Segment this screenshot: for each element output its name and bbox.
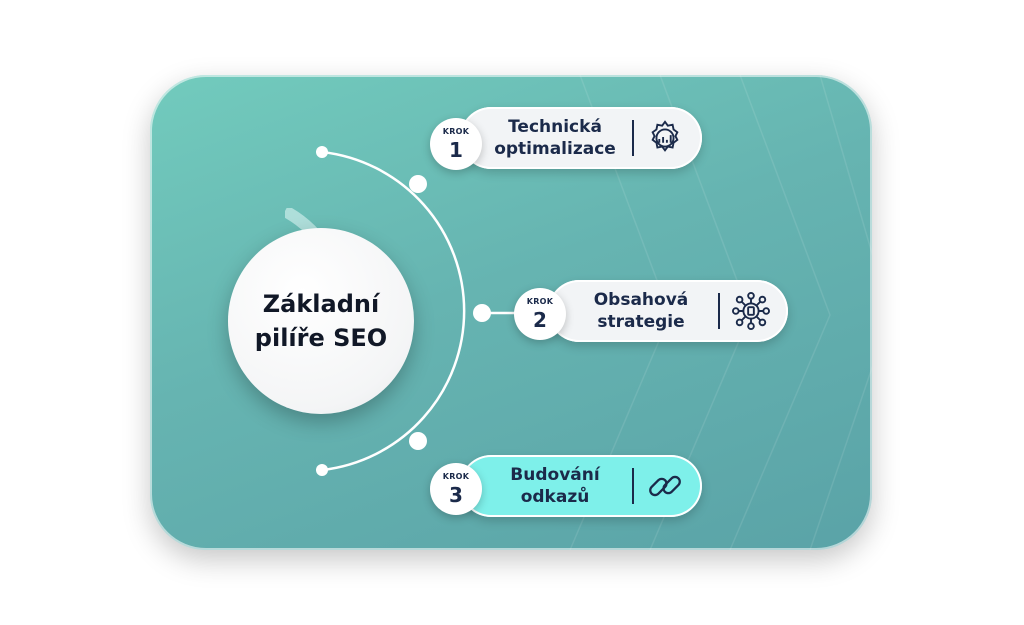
step-2-number: 2 [533, 308, 547, 332]
step-3-separator [632, 468, 634, 504]
center-title: Základní pilíře SEO [246, 287, 396, 355]
step-1-number: 1 [449, 138, 463, 162]
step-2-separator [718, 293, 720, 329]
chain-link-icon [649, 475, 681, 497]
center-title-line2: pilíře SEO [254, 324, 388, 352]
center-title-line1: Základní [262, 290, 380, 318]
step-1-badge: KROK 1 [430, 118, 482, 170]
step-3-badge-label: KROK [442, 472, 470, 481]
step-2-badge: KROK 2 [514, 288, 566, 340]
step-3-number: 3 [449, 483, 463, 507]
content-network-icon [732, 292, 770, 330]
gear-chart-icon [651, 120, 679, 152]
step-3-badge: KROK 3 [430, 463, 482, 515]
center-node: Základní pilíře SEO [228, 228, 414, 414]
step-1-badge-label: KROK [442, 127, 470, 136]
step-2-badge-label: KROK [526, 297, 554, 306]
step-1-separator [632, 120, 634, 156]
